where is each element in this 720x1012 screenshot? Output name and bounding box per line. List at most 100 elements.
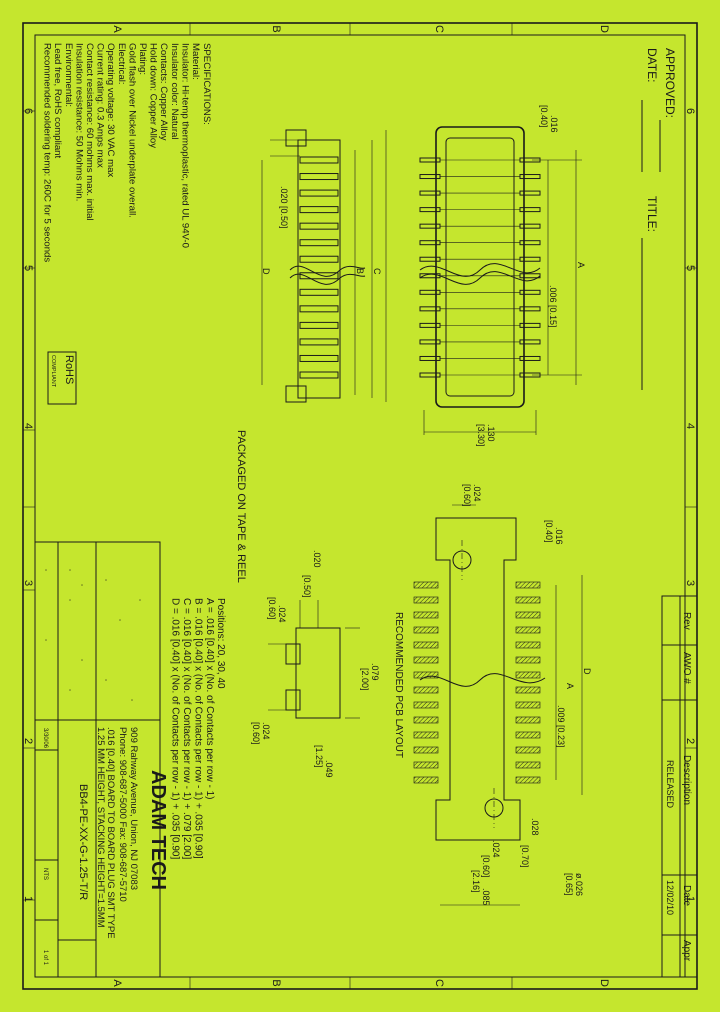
dim-C-side: C [372,268,382,275]
pcb-pad [413,776,439,784]
pcb-pad [413,701,439,709]
dim-024m-pcb: [0.60] [481,855,491,878]
spec-line: Insulation resistance: 50 Mohms min. [73,43,84,201]
border-letter: C [433,25,445,33]
border-letter: B [270,979,282,986]
side-contact [299,239,339,247]
positions-title: Positions: 20, 30, 40 [215,598,226,689]
dim-024m-end: [0.60] [267,597,277,620]
dim-D-pcb: D [582,668,592,675]
pcb-pad [515,581,541,589]
contact-pin [419,289,441,295]
date-value: 12/02/10 [665,880,675,915]
dim-028: .028 [530,818,540,836]
side-contact [299,321,339,329]
formula-line: B = .016 [0.40] x (No. of Contacts per r… [193,598,204,859]
side-contact [299,371,339,379]
side-contact [299,354,339,362]
dim-026m: [0.65] [564,873,574,896]
pcb-pad [413,731,439,739]
pcb-pad [515,776,541,784]
contact-pin [519,273,541,279]
pcb-pad [413,626,439,634]
contact-pin [419,339,441,345]
contact-pin [519,223,541,229]
spec-line: Insulator: Hi-temp thermoplastic, rated … [179,43,190,248]
contact-pin [419,306,441,312]
appr-header: Appr [681,940,692,962]
dim-028m: [0.70] [520,845,530,868]
pcb-pad [515,596,541,604]
contact-pin [419,157,441,163]
date-label: DATE: [645,48,659,82]
side-contact [299,189,339,197]
pcb-pad [515,656,541,664]
contact-pin [519,289,541,295]
dim-085m: [2.16] [471,870,481,893]
contact-pin [519,256,541,262]
part-number: BB4-PE-XX-G-1.25-T/R [77,784,89,900]
revision-block: Rev AWO # Description Date Appr RELEASED… [661,595,698,978]
pcb-pad [515,671,541,679]
dim-079: .079 [370,663,380,681]
pcb-pad [413,581,439,589]
dim-020: .020 [0.50] [279,186,289,229]
contact-pin [519,355,541,361]
contact-pin [519,207,541,213]
border-labels: A B C D A B C D 6 5 4 3 2 1 6 5 4 3 2 1 [22,25,696,987]
border-letter: B [270,25,282,32]
border-letter: D [598,25,610,33]
dim-009: .009 [0.23] [556,705,566,748]
pcb-pad [515,761,541,769]
border-letter: A [111,25,123,33]
contact-pin [419,322,441,328]
title-label: TITLE: [645,196,659,232]
pcb-pad [413,746,439,754]
dim-020b: .020 [312,550,322,568]
pcb-pad [413,716,439,724]
dim-A: A [576,262,586,268]
rohs-sub: COMPLIANT [50,355,56,388]
dim-016m-pcb: [0.40] [544,520,554,543]
side-contact [299,206,339,214]
sheet-number: 1 of 1 [42,950,48,966]
dim-016m: [0.40] [539,105,549,128]
pcb-pad [515,716,541,724]
pcb-pad [413,656,439,664]
border-letter: C [433,979,445,987]
dim-049: .049 [324,760,334,778]
dim-024-pcb: .024 [491,840,501,858]
pcb-pad [413,761,439,769]
side-contact [299,305,339,313]
spec-line: Plating: [137,43,148,75]
company-address: 909 Rahway Avenue, Union, NJ 07083 [128,727,139,890]
rohs-label: RoHS [63,355,75,384]
dim-130m: [3.30] [476,424,486,447]
spec-line: Current rating: 0.3 Amps max [95,43,106,168]
contact-pin [519,322,541,328]
pcb-pad [413,611,439,619]
spec-line: Lead free, RoHS compliant [52,43,63,159]
pcb-pad [515,626,541,634]
packaging-note: PACKAGED ON TAPE & REEL [235,430,247,583]
dim-A-pcb: A [565,683,575,689]
pcb-pad [515,641,541,649]
pcb-pad [413,596,439,604]
dim-024: .024 [472,484,482,502]
description-value: RELEASED [665,760,675,809]
pcb-layout: A D .009 [0.23] .016 [0.40] .024 [0.60] … [413,484,592,906]
pcb-layout-label: RECOMMENDED PCB LAYOUT [393,612,404,758]
positions-formula: Positions: 20, 30, 40 A = .016 [0.40] x … [170,598,227,859]
pcb-pad [515,746,541,754]
side-view: D B C .020 [0.50] [261,129,387,403]
side-contact [299,156,339,164]
end-view: .020 [0.50] .024 [0.60] .079 [2.00] .024… [251,550,380,778]
contact-pin [519,306,541,312]
formula-line: A = .016 [0.40] x (No. of Contacts per r… [204,598,215,799]
pcb-pad [413,686,439,694]
pcb-pad [515,686,541,694]
rohs-badge: RoHS COMPLIANT [47,351,77,405]
company-name: ADAM TECH [147,770,169,890]
border-number: 1 [684,896,696,902]
pcb-pad [515,611,541,619]
